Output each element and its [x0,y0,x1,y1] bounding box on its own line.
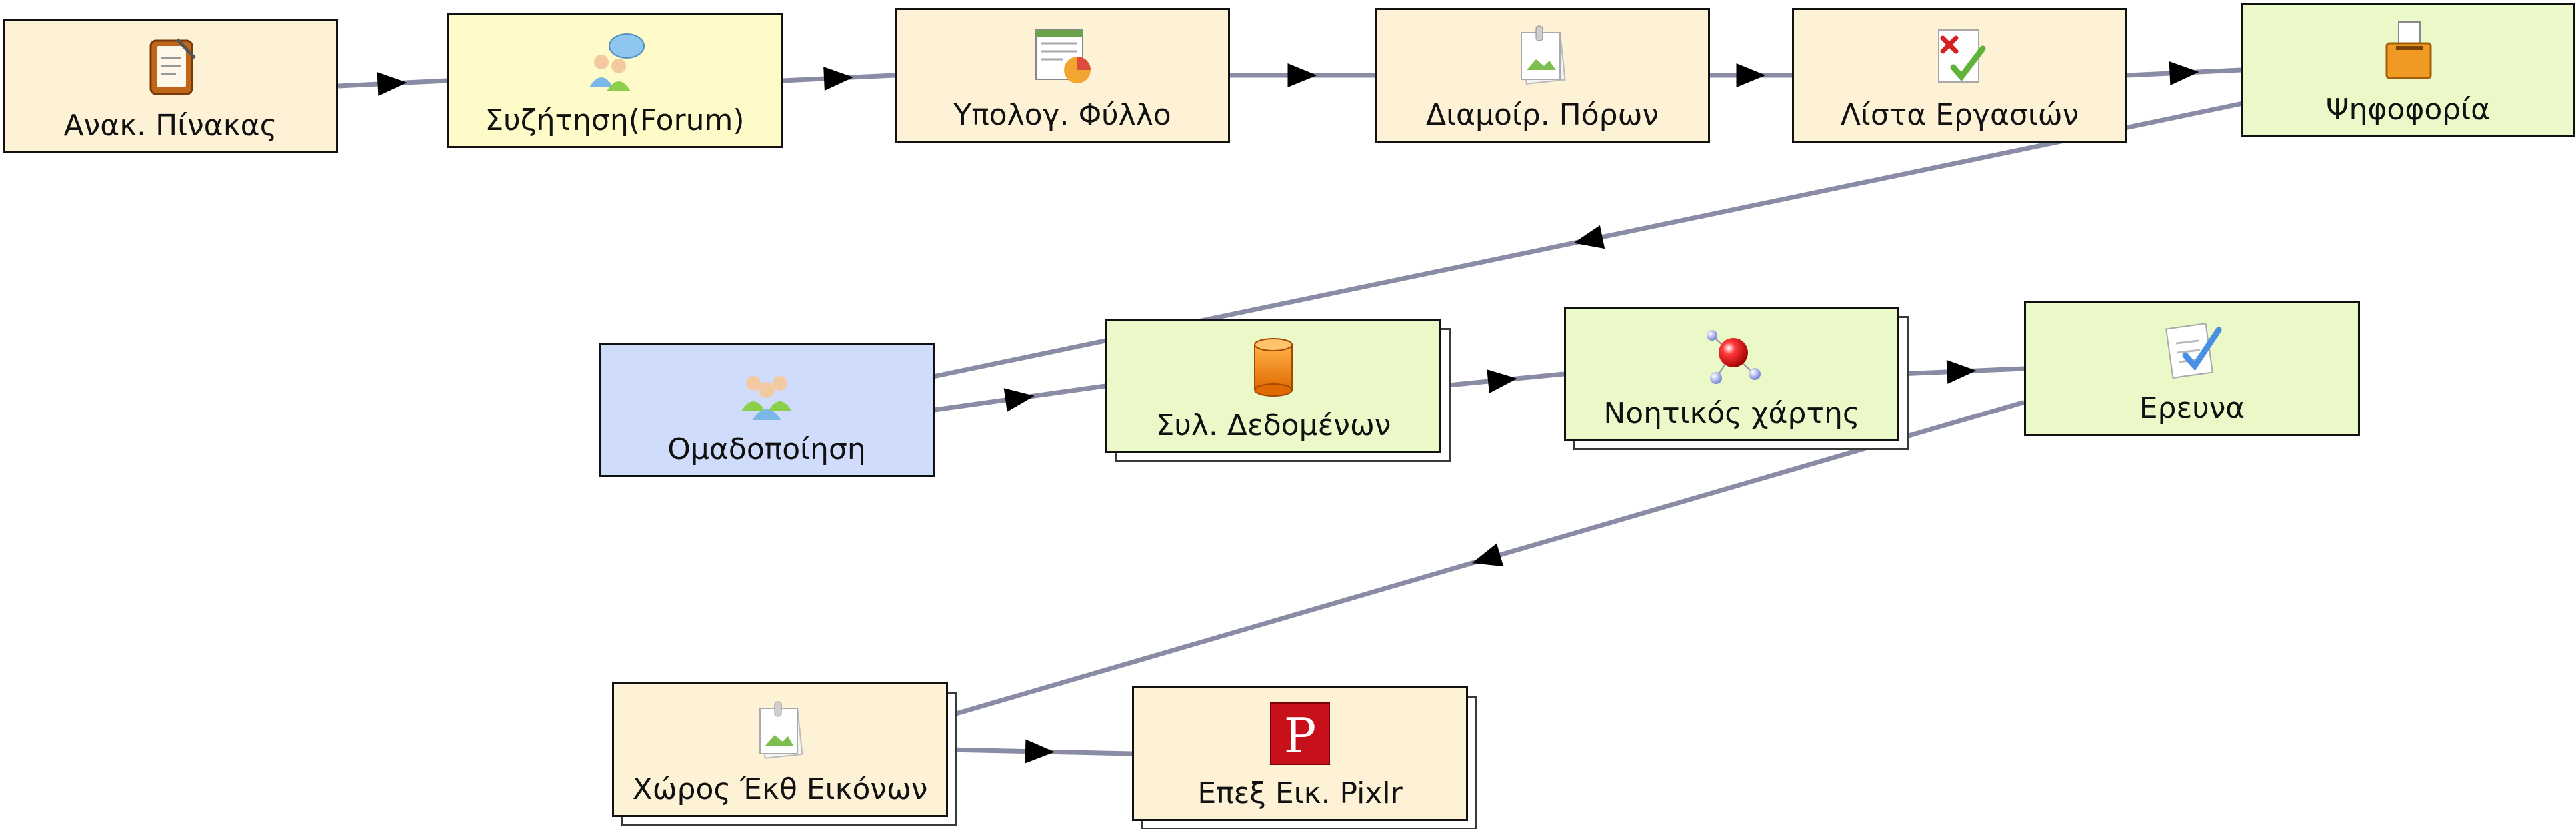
forum-icon [589,33,645,91]
node-label: Διαμοίρ. Πόρων [1425,97,1659,132]
activity-mindmap[interactable]: Νοητικός χάρτης [1564,307,1899,441]
node-label: Επεξ Εικ. Pixlr [1197,776,1403,810]
voting-icon [2385,21,2432,79]
arrowhead-n3-n4 [1287,63,1317,87]
activity-pixlr[interactable]: P Επεξ Εικ. Pixlr [1132,686,1468,821]
arrowhead-n8-n9 [1487,369,1517,394]
survey-icon [2165,323,2222,379]
notice-board-icon [149,38,196,95]
activity-survey[interactable]: Ερευνα [2024,301,2360,436]
activity-voting[interactable]: Ψηφοφορία [2241,3,2575,137]
spreadsheet-icon [1035,29,1091,83]
arrowhead-n1-n2 [377,72,407,97]
grouping-icon [741,376,792,420]
data-collection-icon [1254,338,1293,397]
node-label: Συλ. Δεδομένων [1155,408,1391,442]
arrowhead-n11-n12 [1025,739,1055,764]
mindmap-icon [1706,330,1761,384]
node-label: Χώρος Έκθ Εικόνων [632,772,928,806]
node-label: Ανακ. Πίνακας [63,108,277,143]
arrowhead-n7-n8 [1003,388,1035,412]
image-gallery-icon [759,701,803,759]
activity-notice-board[interactable]: Ανακ. Πίνακας [3,19,338,153]
transitions [337,61,2242,764]
pixlr-letter: P [1284,708,1316,764]
arrowhead-n6-n7 [1573,225,1605,249]
activity-grouping[interactable]: Ομαδοποίηση [599,343,935,477]
activity-share-resources[interactable]: Διαμοίρ. Πόρων [1375,8,1710,143]
activity-spreadsheet[interactable]: Υπολογ. Φύλλο [895,8,1230,143]
activity-forum[interactable]: Συζήτηση(Forum) [447,13,783,148]
node-label: Ερευνα [2139,391,2245,425]
pixlr-icon: P [1270,702,1330,765]
node-label: Συζήτηση(Forum) [485,103,745,137]
node-label: Υπολογ. Φύλλο [953,97,1171,132]
node-label: Λίστα Εργασιών [1840,97,2079,132]
node-label: Ψηφοφορία [2325,92,2491,127]
task-list-icon [1937,29,1985,83]
arrowhead-n2-n3 [823,67,853,91]
arrowhead-n5-n6 [2169,61,2199,86]
node-label: Ομαδοποίηση [667,432,866,466]
arrowhead-n10-n11 [1471,543,1504,567]
activity-task-list[interactable]: Λίστα Εργασιών [1792,8,2127,143]
share-resources-icon [1520,25,1566,85]
activity-image-gallery[interactable]: Χώρος Έκθ Εικόνων [612,682,948,817]
arrowhead-n9-n10 [1946,359,1977,384]
activity-data-collection[interactable]: Συλ. Δεδομένων [1105,319,1441,453]
arrowhead-n4-n5 [1736,63,1766,87]
node-label: Νοητικός χάρτης [1603,396,1860,430]
